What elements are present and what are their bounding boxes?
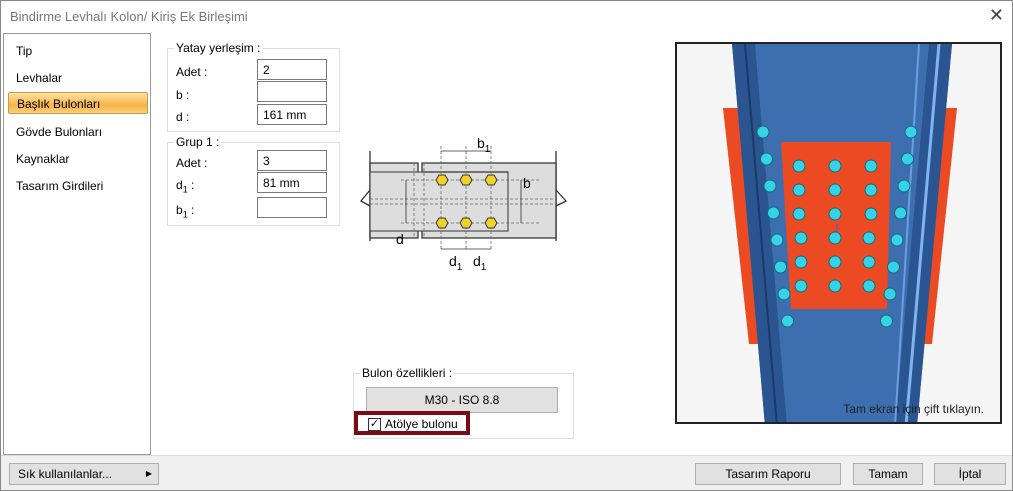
bolt-head [887,260,900,274]
bolt-head [763,179,777,193]
bolt-head [794,231,808,245]
sidebar: Tip Levhalar Başlık Bulonları Gövde Bulo… [3,33,151,455]
diagram-d1-label: d1 [473,253,487,271]
content-area: Tip Levhalar Başlık Bulonları Gövde Bulo… [1,31,1012,456]
sidebar-item-baslik-bulonlari[interactable]: Başlık Bulonları [8,92,148,114]
atolye-bulonu-checkbox[interactable]: ✓ Atölye bulonu [354,411,470,435]
title-bar: Bindirme Levhalı Kolon/ Kiriş Ek Birleşi… [1,1,1012,31]
group-title: Grup 1 : [174,135,222,149]
diagram-b1-label: b1 [477,135,491,155]
bolt-head [828,183,842,197]
close-icon[interactable]: ✕ [988,5,1004,25]
3d-model-render [723,44,957,422]
b-label: b : [176,88,190,102]
diagram-b-label: b [523,175,531,191]
bolt-head [828,159,842,173]
bolt-head [864,207,878,221]
b1-label: b1 : [176,203,195,220]
group-title: Yatay yerleşim : [174,41,263,55]
sidebar-item-kaynaklar[interactable]: Kaynaklar [16,152,70,166]
atolye-bulonu-label: Atölye bulonu [385,417,458,431]
grup-d1-input[interactable]: 81 mm [257,172,327,193]
arrow-right-icon: ▶ [145,469,152,478]
bolt-head [760,152,773,166]
bolt-head [883,287,897,301]
bolt-head [904,125,918,139]
grup-adet-input[interactable]: 3 [257,150,327,171]
bolt-head [792,207,806,221]
bolt-head [864,159,878,173]
bolt-head [792,159,806,173]
grup-b1-input[interactable] [257,197,327,218]
bolt-head [864,183,878,197]
bolt-head [894,206,907,220]
bolt-head [828,279,842,293]
grup-1-group: Grup 1 : Adet : 3 d1 : 81 mm b1 : [167,135,340,226]
yatay-adet-input[interactable]: 2 [257,59,327,80]
adet-label: Adet : [176,65,208,79]
bolt-head [794,255,808,269]
yatay-b-input[interactable] [257,81,327,102]
d-label: d : [176,110,190,124]
yatay-yerlesim-group: Yatay yerleşim : Adet : 2 b : d : 161 mm [167,41,340,132]
bolt-head [897,179,911,193]
bolt-head [781,314,794,328]
diagram-d-label: d [396,231,404,247]
sidebar-item-levhalar[interactable]: Levhalar [16,71,63,85]
bolt-head [756,125,770,139]
bolt-head [792,183,806,197]
bolt-head [777,287,791,301]
dialog-title: Bindirme Levhalı Kolon/ Kiriş Ek Birleşi… [10,9,248,24]
bolt-head [890,233,904,247]
web-splice-plate [781,142,891,309]
bolt-head [828,255,842,269]
bolt-type-button[interactable]: M30 - ISO 8.8 [366,387,558,413]
bolt-head [774,260,787,274]
bolt-head [794,279,808,293]
fullscreen-hint: Tam ekran için çift tıklayın. [843,402,984,416]
favorites-button[interactable]: Sık kullanılanlar...▶ [9,463,159,485]
bolt-layout-diagram: b1 b d d1 d1 [360,135,568,271]
sidebar-item-govde-bulonlari[interactable]: Gövde Bulonları [16,125,103,139]
ok-button[interactable]: Tamam [853,463,923,485]
group-title: Bulon özellikleri : [360,366,455,380]
diagram-d1-label: d1 [449,253,463,271]
d1-label: d1 : [176,178,195,195]
bolt-head [828,207,842,221]
cancel-button[interactable]: İptal [934,463,1006,485]
bolt-head [770,233,784,247]
bolt-head [862,231,876,245]
bolt-head [862,255,876,269]
sidebar-item-tip[interactable]: Tip [16,44,33,58]
sidebar-item-tasarim-girdileri[interactable]: Tasarım Girdileri [16,179,104,193]
yatay-d-input[interactable]: 161 mm [257,104,327,125]
bolt-head [828,231,842,245]
adet-label: Adet : [176,156,208,170]
3d-preview-viewer[interactable]: Tam ekran için çift tıklayın. [675,42,1002,424]
design-report-button[interactable]: Tasarım Raporu [695,463,841,485]
bolt-head [767,206,780,220]
bolt-head [862,279,876,293]
bolt-head [901,152,914,166]
checkbox-check-icon[interactable]: ✓ [368,418,381,431]
bolt-head [880,314,893,328]
